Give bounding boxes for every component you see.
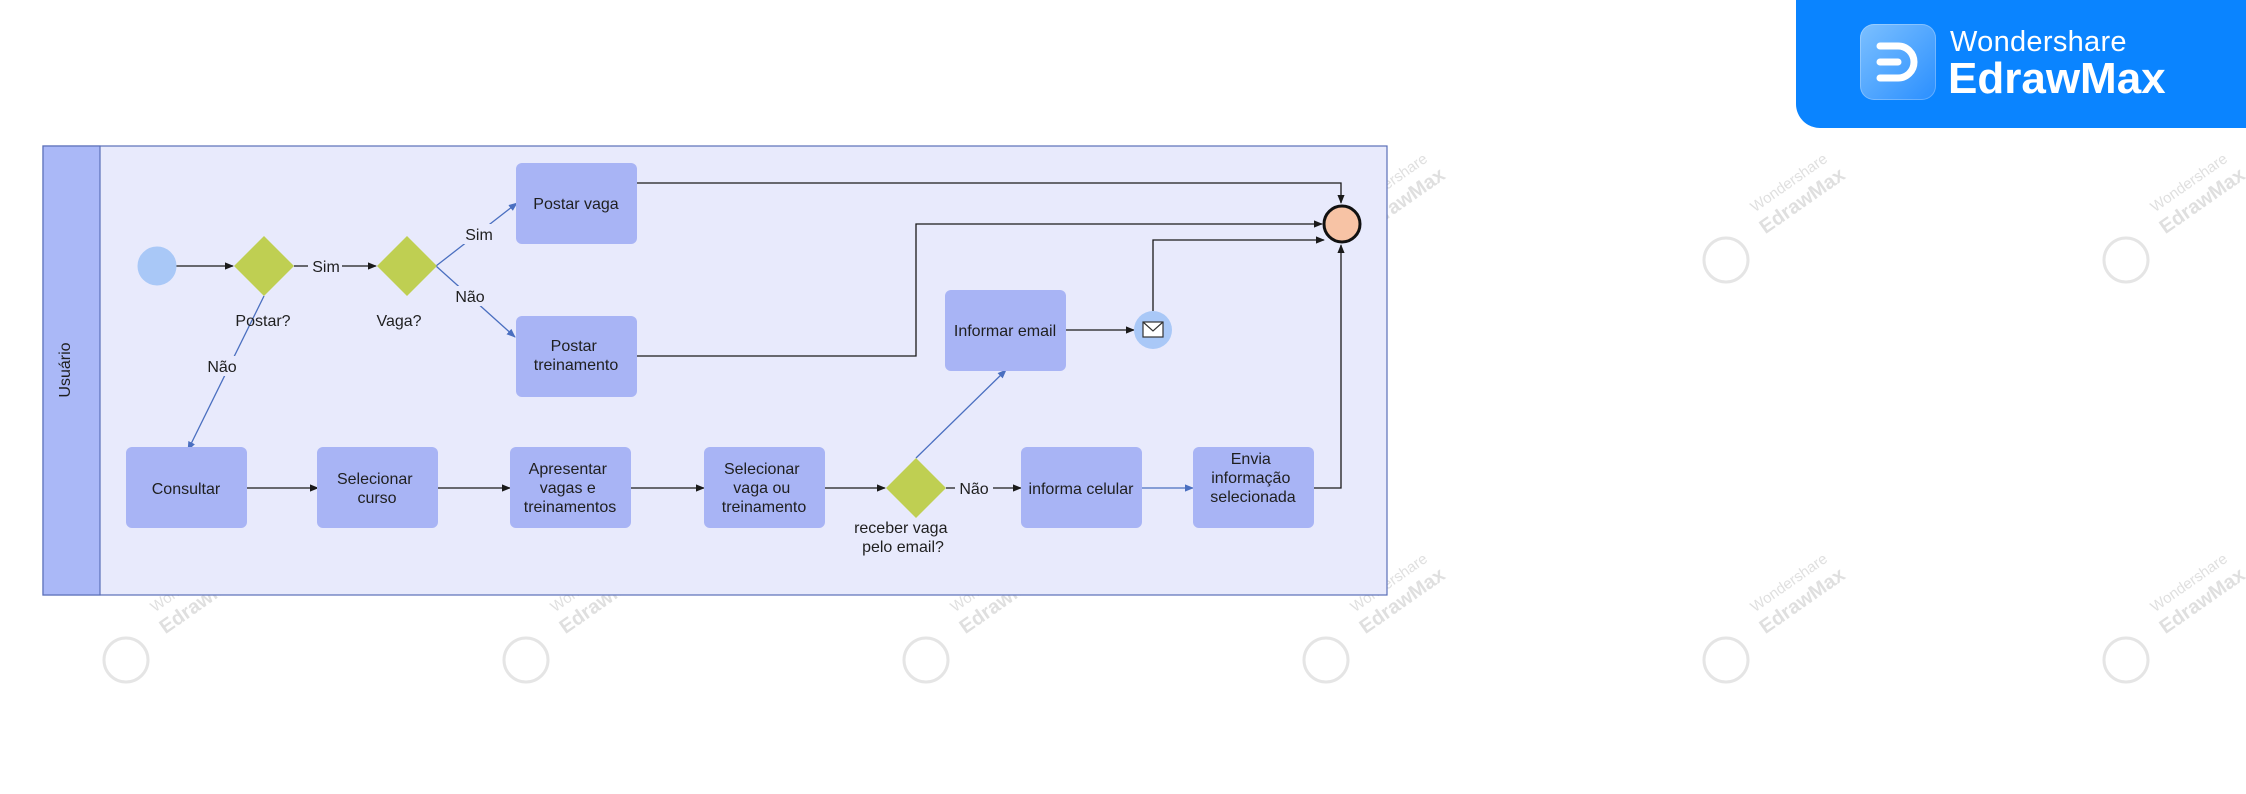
- watermark: Wondershare EdrawMax: [2102, 550, 2246, 684]
- edge-receber-informaremail: [915, 369, 1007, 459]
- edge-label-nao-2: Não: [207, 359, 236, 376]
- task-envia-informacao[interactable]: Envia informação selecionada: [1193, 447, 1314, 528]
- edge-label-nao-1: Não: [455, 289, 484, 306]
- svg-text:Selecionar vaga ou: Selecionar vaga ou treinamento: [722, 461, 807, 516]
- gateway-receber[interactable]: [886, 458, 946, 518]
- edge-postartreinamento-end: [637, 220, 1323, 357]
- svg-text:Consultar: Consultar: [152, 481, 221, 498]
- svg-text:Informar email: Informar email: [954, 323, 1056, 340]
- gateway-postar[interactable]: [234, 236, 294, 296]
- edrawmax-logo-icon: [1860, 24, 1936, 100]
- svg-text:Postar vaga: Postar vaga: [533, 196, 618, 213]
- lane-label: Usuário: [57, 342, 74, 397]
- task-informar-email[interactable]: Informar email: [945, 290, 1066, 371]
- brand-badge: Wondershare EdrawMax: [1796, 0, 2246, 128]
- task-selecionar-curso[interactable]: Selecionar curso: [317, 447, 438, 528]
- envelope-icon: [1142, 321, 1164, 338]
- task-selecionar-vaga[interactable]: Selecionar vaga ou treinamento: [704, 447, 825, 528]
- watermark: Wondershare EdrawMax: [1702, 550, 1849, 684]
- svg-text:Selecionar curso: Selecionar curso: [337, 471, 417, 507]
- edge-label-sim-1: Sim: [312, 259, 340, 276]
- watermark: Wondershare EdrawMax: [1702, 150, 1849, 284]
- svg-text:Postar treinamento: Postar treinamento: [534, 338, 619, 374]
- svg-text:Envia informação s: Envia informação selecionada: [1210, 451, 1296, 506]
- start-event[interactable]: [137, 246, 177, 286]
- watermark: Wondershare EdrawMax: [2102, 150, 2246, 284]
- message-event[interactable]: [1134, 311, 1172, 349]
- svg-text:informa celular: informa celular: [1029, 481, 1135, 498]
- edge-labels: Sim Sim Não Não Não: [203, 224, 993, 498]
- task-postar-treinamento[interactable]: Postar treinamento: [516, 316, 637, 397]
- edge-envia-end: [1314, 244, 1345, 489]
- task-postar-vaga[interactable]: Postar vaga: [516, 163, 637, 244]
- brand-name-large: EdrawMax: [1948, 54, 2166, 103]
- task-informa-celular[interactable]: informa celular: [1021, 447, 1142, 528]
- edge-message-end: [1152, 236, 1325, 311]
- gateway-vaga[interactable]: [377, 236, 437, 296]
- svg-text:Apresentar vagas e: Apresentar vagas e treinamentos: [524, 461, 617, 516]
- edge-postarvaga-end: [637, 182, 1345, 204]
- task-consultar[interactable]: Consultar: [126, 447, 247, 528]
- brand-name-small: Wondershare: [1950, 26, 2127, 58]
- end-event[interactable]: [1322, 204, 1362, 244]
- gateway-receber-label: receber vaga pelo email?: [854, 520, 952, 556]
- task-apresentar-vagas[interactable]: Apresentar vagas e treinamentos: [510, 447, 631, 528]
- lane-header: [42, 145, 101, 596]
- gateway-postar-label: Postar?: [235, 313, 290, 330]
- edge-label-nao-3: Não: [959, 481, 988, 498]
- edge-label-sim-2: Sim: [465, 227, 493, 244]
- gateway-vaga-label: Vaga?: [376, 313, 421, 330]
